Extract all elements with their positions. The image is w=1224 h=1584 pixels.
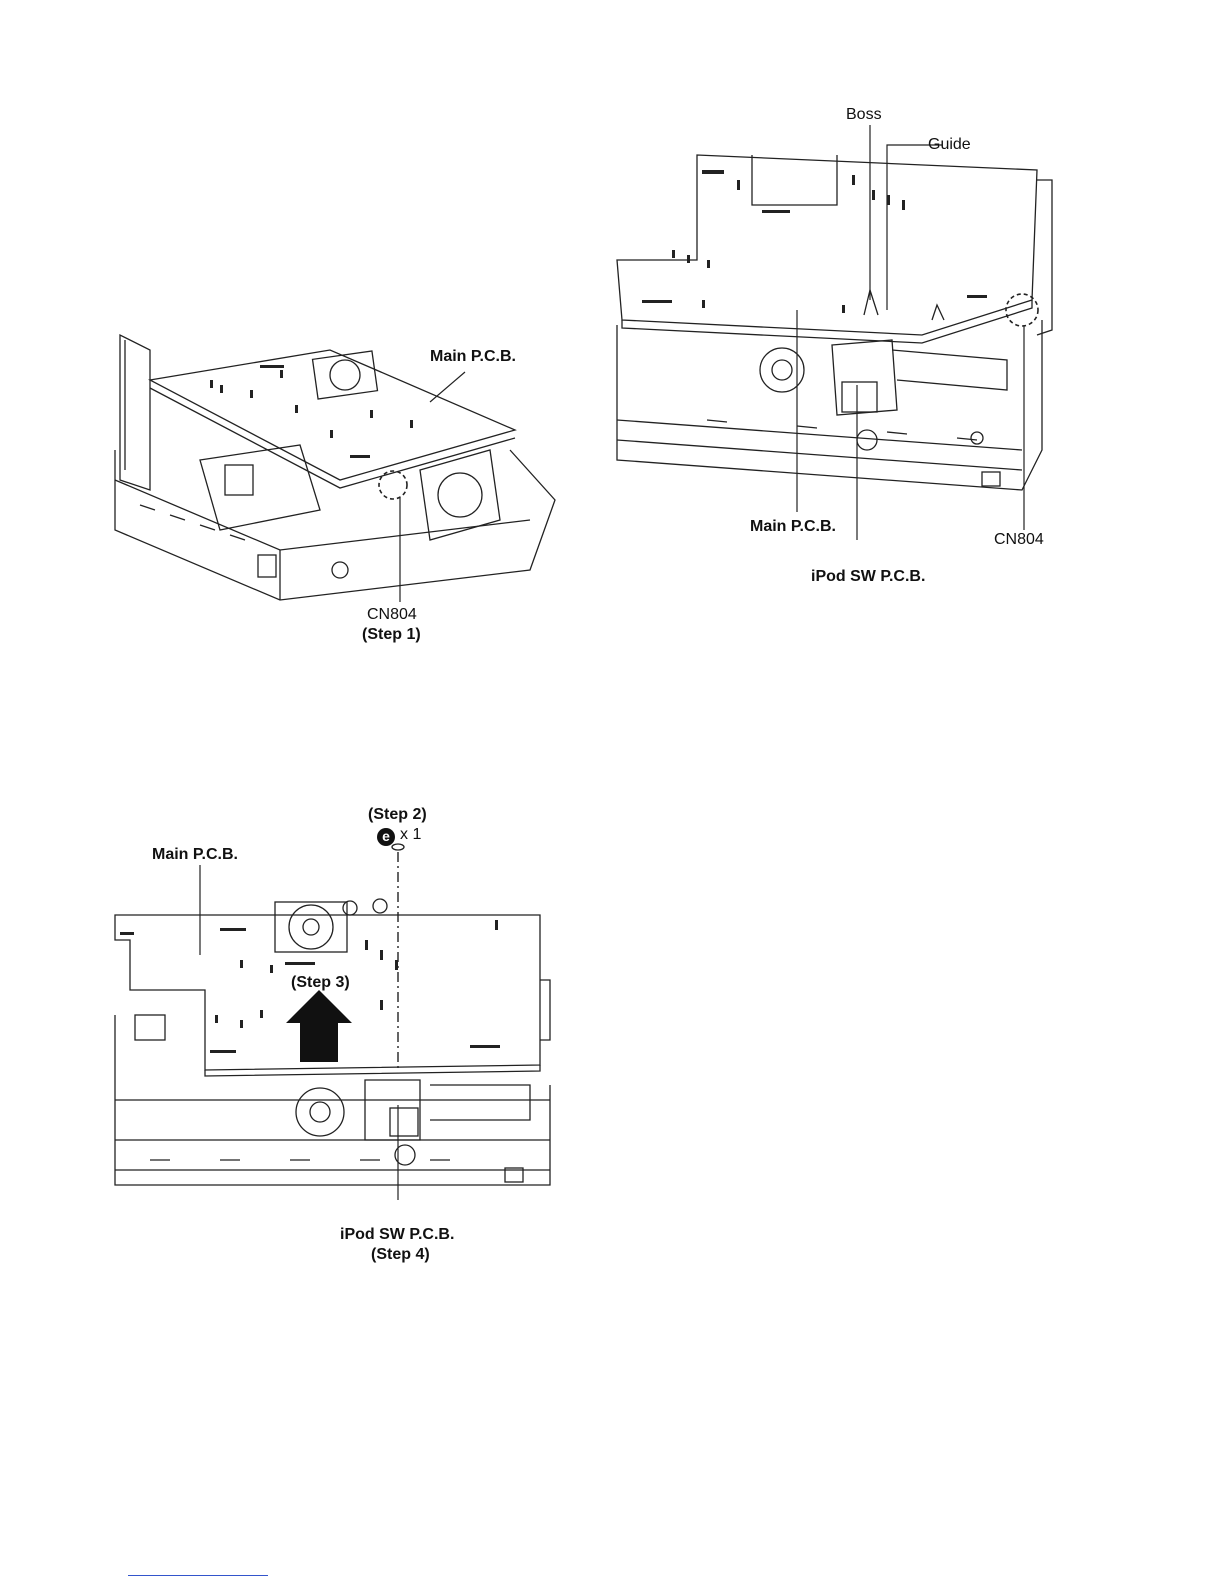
fig3-step4-label: (Step 4) bbox=[371, 1246, 430, 1264]
screw-e-icon: e bbox=[377, 828, 395, 846]
fig3-screw-count: x 1 bbox=[400, 826, 421, 844]
fig2-main-pcb-label: Main P.C.B. bbox=[750, 518, 836, 536]
fig2-guide-label: Guide bbox=[928, 136, 971, 154]
fig3-step3-label: (Step 3) bbox=[291, 974, 350, 992]
fig3-step2-label: (Step 2) bbox=[368, 806, 427, 824]
fig1-main-pcb-label: Main P.C.B. bbox=[430, 348, 516, 366]
fig2-cn804-label: CN804 bbox=[994, 531, 1044, 549]
fig2-ipod-pcb-label: iPod SW P.C.B. bbox=[811, 568, 925, 586]
fig1-step1-label: (Step 1) bbox=[362, 626, 421, 644]
footer-link-underline[interactable] bbox=[128, 1575, 268, 1576]
fig2-boss-label: Boss bbox=[846, 106, 882, 124]
figure1-drawing bbox=[110, 330, 560, 620]
figure3-drawing bbox=[110, 840, 560, 1200]
fig3-main-pcb-label: Main P.C.B. bbox=[152, 846, 238, 864]
fig3-ipod-pcb-label: iPod SW P.C.B. bbox=[340, 1226, 454, 1244]
fig1-cn804-label: CN804 bbox=[367, 606, 417, 624]
figure2-drawing bbox=[612, 120, 1062, 540]
